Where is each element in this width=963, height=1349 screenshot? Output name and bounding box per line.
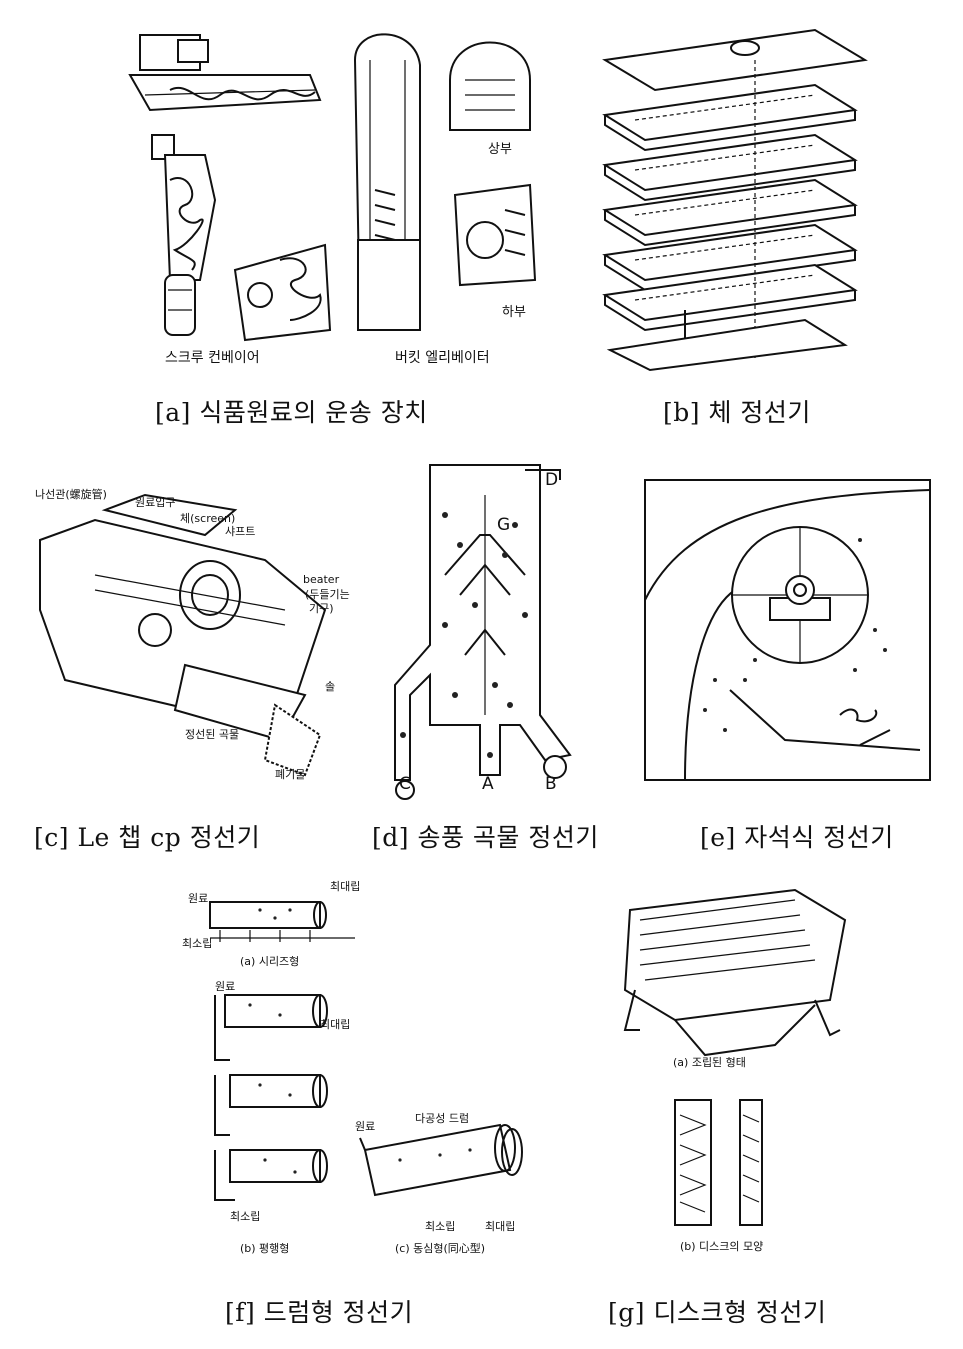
label-parallel-type: (b) 평행형 bbox=[240, 1242, 289, 1255]
screw-conveyor-vertical bbox=[151, 134, 217, 336]
label-concentric-type: (c) 동심형(同心型) bbox=[395, 1241, 485, 1255]
sieve-trays bbox=[602, 83, 858, 332]
label-largest-parallel: 최대립 bbox=[320, 1018, 350, 1031]
caption-b: [b] 체 정선기 bbox=[663, 398, 811, 427]
bucket-elevator bbox=[353, 33, 537, 331]
figure-a-conveyors: 스크루 컨베이어 상부 하부 버킷 엘리베이터 bbox=[128, 20, 550, 370]
label-c: C bbox=[399, 774, 411, 794]
parallel-drums bbox=[214, 994, 328, 1201]
caption-d: [d] 송풍 곡물 정선기 bbox=[372, 823, 599, 852]
label-raw-series: 원료 bbox=[188, 892, 208, 905]
screw-trough bbox=[233, 243, 332, 342]
label-b: B bbox=[545, 774, 557, 794]
label-beater: beater bbox=[303, 573, 340, 586]
figure-c-drum-separator: 나선관(螺旋管) 원료입구 체(screen) 샤프트 beater (두들기는… bbox=[35, 480, 355, 781]
separator-body bbox=[39, 493, 327, 777]
label-brush: 솔 bbox=[325, 680, 335, 693]
label-largest-series: 최대립 bbox=[330, 880, 360, 893]
label-smallest-series: 최소립 bbox=[182, 937, 212, 950]
label-shaft: 샤프트 bbox=[225, 525, 255, 538]
label-a: A bbox=[482, 774, 494, 794]
classifier-housing bbox=[394, 464, 572, 781]
figure-b-sieve-stack bbox=[595, 20, 875, 372]
label-smallest-concentric: 최소립 bbox=[425, 1220, 455, 1233]
figure-d-air-classifier: D G A B C bbox=[385, 455, 585, 800]
magnet-drum bbox=[731, 526, 869, 664]
concentric-drum bbox=[359, 1123, 523, 1197]
label-cleaned-grain: 정선된 곡물 bbox=[185, 728, 239, 741]
label-largest-concentric: 최대립 bbox=[485, 1220, 515, 1233]
disc-separator-assembly bbox=[623, 888, 847, 1057]
label-porous-drum: 다공성 드럼 bbox=[415, 1112, 469, 1125]
figure-f-drum-graders: 원료 최대립 최소립 (a) 시리즈형 원료 최대립 최소립 (b) 평행형 원… bbox=[180, 880, 540, 1270]
caption-c: [c] Le 챕 cp 정선기 bbox=[34, 823, 261, 852]
figure-e-magnetic-separator bbox=[644, 479, 931, 781]
label-raw-parallel: 원료 bbox=[215, 980, 235, 993]
screw-conveyor-horizontal bbox=[128, 34, 322, 112]
caption-a: [a] 식품원료의 운송 장치 bbox=[155, 398, 428, 427]
disc-shapes bbox=[674, 1099, 763, 1226]
series-drum bbox=[209, 901, 355, 942]
label-smallest-parallel: 최소립 bbox=[230, 1210, 260, 1223]
label-screen: 체(screen) bbox=[180, 512, 235, 525]
figure-g-disc-separator: (a) 조립된 형태 (b) 디스크의 모양 bbox=[615, 880, 855, 1260]
label-series-type: (a) 시리즈형 bbox=[240, 955, 299, 968]
label-waste: 폐기물 bbox=[275, 768, 305, 781]
label-g: G bbox=[497, 515, 510, 535]
label-beater-note1: (두들기는 bbox=[305, 588, 350, 601]
label-bottom: 하부 bbox=[502, 305, 526, 320]
label-beater-note2: 기구) bbox=[309, 602, 334, 615]
label-bucket-elevator: 버킷 엘리베이터 bbox=[395, 350, 490, 366]
label-raw-concentric: 원료 bbox=[355, 1120, 375, 1133]
caption-f: [f] 드럼형 정선기 bbox=[225, 1298, 414, 1327]
label-assembled-form: (a) 조립된 형태 bbox=[673, 1056, 746, 1069]
caption-g: [g] 디스크형 정선기 bbox=[608, 1298, 827, 1327]
label-top: 상부 bbox=[488, 142, 512, 157]
label-disc-shape: (b) 디스크의 모양 bbox=[680, 1240, 763, 1253]
label-screw-conveyor: 스크루 컨베이어 bbox=[165, 350, 260, 366]
label-spiral-tube: 나선관(螺旋管) bbox=[35, 487, 107, 501]
label-inlet: 원료입구 bbox=[135, 496, 175, 509]
caption-e: [e] 자석식 정선기 bbox=[700, 823, 894, 852]
label-d: D bbox=[545, 470, 558, 490]
